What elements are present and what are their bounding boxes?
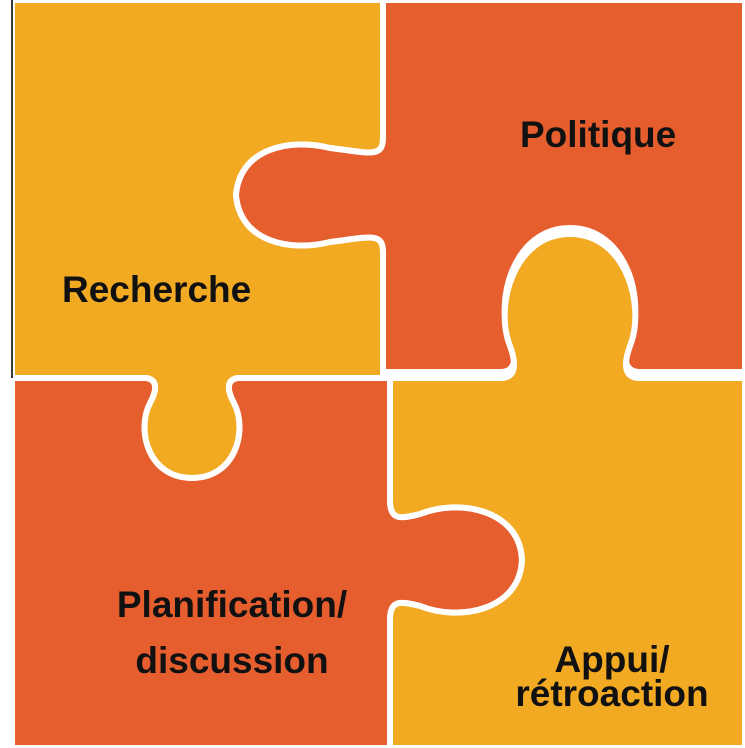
label-politique: Politique	[520, 114, 676, 155]
label-appui-line2: rétroaction	[515, 673, 708, 714]
label-planification-line2: discussion	[135, 640, 328, 681]
label-recherche: Recherche	[62, 269, 251, 310]
puzzle-piece-bottom-right	[387, 231, 745, 748]
label-planification-line1: Planification/	[117, 584, 347, 625]
label-appui-line1: Appui/	[554, 639, 669, 680]
